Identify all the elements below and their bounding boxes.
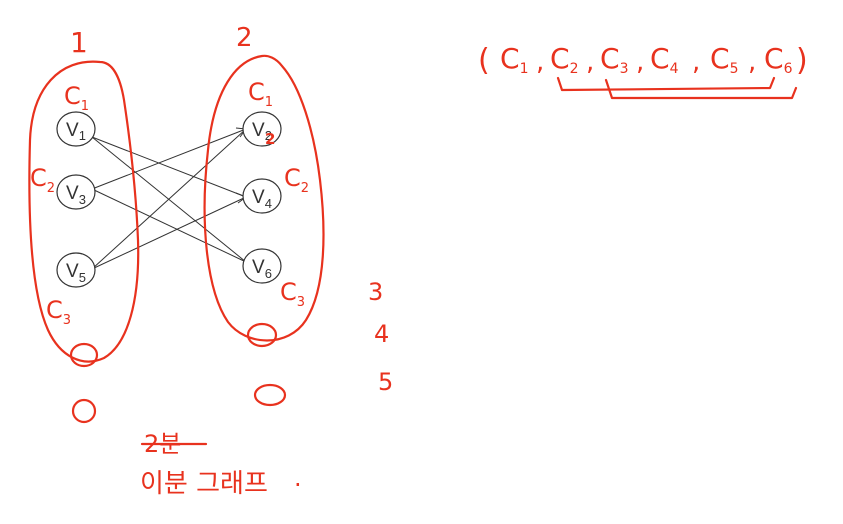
side-number-5: 5 (378, 368, 393, 396)
edge-v3-v2 (91, 128, 247, 190)
color-tuple: ( C1 , C2 , C3 , C4 , C5 , C6 ) (478, 42, 808, 100)
edge-v5-v2 (91, 128, 247, 270)
note-dot: . (294, 464, 302, 492)
vertex-v1 (56, 111, 96, 147)
tuple-sep-1: , (536, 47, 544, 77)
vertex-label-v3: V3 (66, 183, 86, 207)
edge-v1-v4 (91, 136, 247, 198)
edge-v3-v6 (91, 188, 247, 263)
bracket-c3-c6 (604, 78, 798, 100)
vertex-label-v1: V1 (66, 120, 86, 143)
vertex-label-v5: V5 (66, 261, 86, 285)
left-extra-slot-2 (71, 398, 97, 424)
color-label-left-c3: C3 (46, 296, 71, 328)
tuple-open-paren: ( (478, 43, 490, 78)
vertex-v5 (56, 252, 96, 288)
partition-label-right: 2 (236, 23, 253, 53)
tuple-item-c6: C6 (764, 42, 793, 77)
color-label-right-c3: C3 (280, 278, 305, 310)
color-label-left-c1: C1 (64, 82, 89, 114)
right-partition-loop (203, 54, 325, 342)
overwritten-sub-v2: 2 (265, 130, 275, 148)
vertices (56, 111, 282, 288)
right-extra-slot-1 (246, 322, 278, 348)
vertex-label-v6: V6 (252, 257, 272, 281)
partition-label-left: 1 (70, 26, 88, 59)
tuple-sep-3: , (636, 47, 644, 77)
right-extra-slot-2 (253, 383, 287, 407)
vertex-label-v2: V2 (252, 120, 272, 143)
vertex-v2 (242, 111, 282, 147)
tuple-sep-2: , (586, 47, 594, 77)
vertex-v6 (242, 248, 282, 284)
color-label-left-c2: C2 (30, 164, 55, 196)
left-extra-slot-1 (69, 342, 99, 368)
vertex-v3 (56, 174, 96, 210)
tuple-item-c2: C2 (550, 42, 578, 77)
note-line-2: 이분 그래프 (140, 469, 268, 499)
side-number-4: 4 (374, 320, 389, 348)
tuple-item-c3: C3 (600, 42, 628, 77)
tuple-item-c1: C1 (500, 42, 528, 77)
color-label-right-c1: C1 (248, 78, 273, 110)
tuple-sep-4: , (692, 47, 700, 77)
tuple-item-c4: C4 (650, 42, 679, 77)
graph-edges (91, 127, 248, 270)
tuple-item-c5: C5 (710, 42, 738, 77)
bracket-c2-c5 (556, 76, 776, 92)
color-label-right-c2: C2 (284, 164, 309, 196)
annotations: 1 2 C1 C2 C3 C1 C2 C3 3 4 (28, 23, 808, 499)
vertex-labels: V1 V3 V5 V2 V4 V6 2 (66, 120, 275, 285)
vertex-label-v4: V4 (252, 187, 272, 211)
tuple-close-paren: ) (796, 43, 808, 78)
side-number-3: 3 (368, 278, 383, 306)
edge-v5-v4 (91, 196, 247, 270)
left-partition-loop (28, 60, 140, 363)
vertex-v4 (242, 178, 282, 214)
tuple-sep-5: , (748, 47, 756, 77)
